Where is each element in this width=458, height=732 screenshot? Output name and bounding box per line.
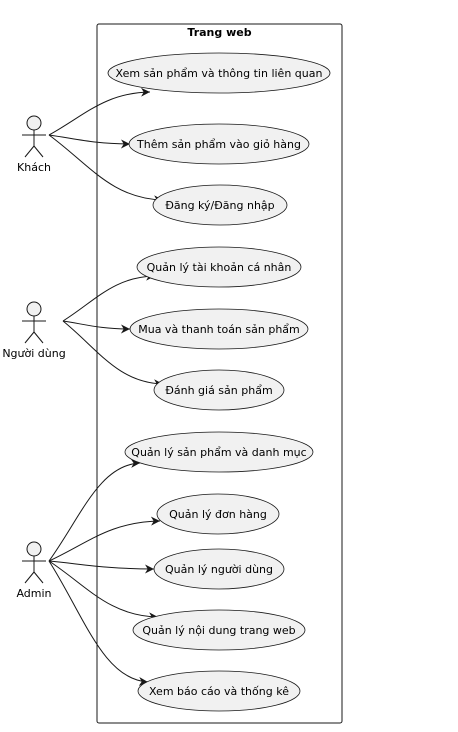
- actor-label: Người dùng: [2, 347, 65, 360]
- use-case-label: Quản lý đơn hàng: [169, 508, 267, 521]
- use-case-uc6[interactable]: Đánh giá sản phẩm: [153, 369, 285, 411]
- system-title: Trang web: [187, 26, 251, 39]
- association-line-khach-uc1: [48, 87, 151, 136]
- association-line-admin-uc9: [48, 560, 155, 574]
- use-case-label: Quản lý tài khoản cá nhân: [147, 261, 292, 274]
- use-case-uc3[interactable]: Đăng ký/Đăng nhập: [152, 184, 288, 226]
- use-case-ellipse: [137, 670, 301, 712]
- use-case-uc1[interactable]: Xem sản phẩm và thông tin liên quan: [107, 52, 331, 94]
- use-case-ellipse: [107, 52, 331, 94]
- use-case-uc10[interactable]: Quản lý nội dung trang web: [132, 609, 306, 651]
- use-case-ellipse: [136, 246, 302, 288]
- actor-label: Admin: [16, 587, 51, 600]
- stick-figure-icon: [22, 115, 46, 158]
- use-case-label: Quản lý nội dung trang web: [142, 624, 295, 637]
- use-case-label: Quản lý sản phẩm và danh mục: [131, 446, 306, 459]
- actor-layer: Khách Người dùng Admin: [2, 115, 66, 600]
- association-line-nguoi-dung-uc6: [62, 320, 164, 389]
- use-case-uc11[interactable]: Xem báo cáo và thống kê: [137, 670, 301, 712]
- use-case-label: Đánh giá sản phẩm: [165, 384, 272, 397]
- association-line-admin-uc11: [48, 560, 149, 686]
- use-case-uc2[interactable]: Thêm sản phẩm vào giỏ hàng: [128, 123, 310, 165]
- use-case-uc5[interactable]: Mua và thanh toán sản phẩm: [129, 308, 309, 350]
- use-case-uc8[interactable]: Quản lý đơn hàng: [156, 493, 280, 535]
- use-case-ellipse: [128, 123, 310, 165]
- association-line-nguoi-dung-uc5: [62, 320, 131, 334]
- association-layer: [48, 87, 164, 686]
- use-case-uc4[interactable]: Quản lý tài khoản cá nhân: [136, 246, 302, 288]
- actor-admin[interactable]: Admin: [16, 541, 52, 600]
- use-case-layer: Xem sản phẩm và thông tin liên quan Thêm…: [107, 52, 331, 712]
- association-line-admin-uc8: [48, 516, 161, 562]
- use-case-uc7[interactable]: Quản lý sản phẩm và danh mục: [124, 431, 314, 473]
- use-case-label: Quản lý người dùng: [165, 563, 273, 576]
- use-case-ellipse: [156, 493, 280, 535]
- actor-nguoi-dung[interactable]: Người dùng: [2, 301, 66, 360]
- stick-figure-icon: [22, 541, 46, 584]
- use-case-uc9[interactable]: Quản lý người dùng: [153, 548, 285, 590]
- association-line-admin-uc7: [48, 458, 141, 562]
- use-case-ellipse: [132, 609, 306, 651]
- association-line-khach-uc2: [48, 134, 131, 149]
- use-case-label: Xem báo cáo và thống kê: [149, 685, 289, 698]
- use-case-ellipse: [153, 369, 285, 411]
- actor-label: Khách: [17, 161, 51, 174]
- use-case-label: Mua và thanh toán sản phẩm: [138, 323, 300, 336]
- association-line-khach-uc3: [48, 134, 164, 205]
- use-case-ellipse: [129, 308, 309, 350]
- stick-figure-icon: [22, 301, 46, 344]
- use-case-label: Xem sản phẩm và thông tin liên quan: [116, 67, 323, 80]
- association-line-admin-uc10: [48, 560, 159, 622]
- use-case-ellipse: [124, 431, 314, 473]
- actor-khach[interactable]: Khách: [17, 115, 51, 174]
- use-case-label: Đăng ký/Đăng nhập: [165, 199, 274, 212]
- use-case-label: Thêm sản phẩm vào giỏ hàng: [136, 138, 301, 151]
- use-case-ellipse: [153, 548, 285, 590]
- association-line-nguoi-dung-uc4: [62, 271, 156, 322]
- use-case-ellipse: [152, 184, 288, 226]
